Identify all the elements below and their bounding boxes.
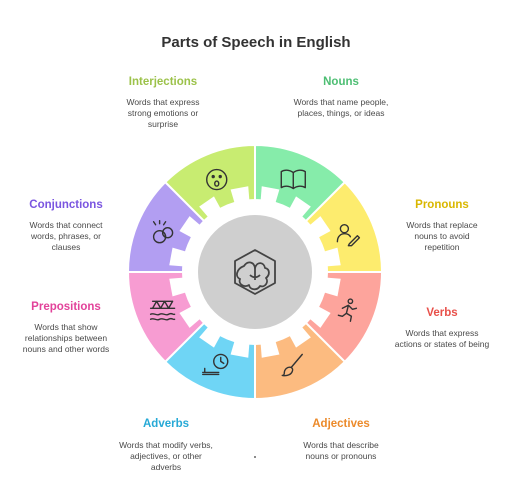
- running-person-icon: [337, 298, 358, 322]
- description-line: relationships between: [24, 333, 108, 343]
- description-line: repetition: [424, 242, 460, 252]
- hub-notch: [281, 314, 311, 348]
- stray-dot: [254, 456, 256, 458]
- hub-notch: [259, 186, 280, 219]
- description-line: Words that connect: [29, 220, 103, 230]
- hub-notch: [199, 196, 229, 230]
- hub-notch: [199, 314, 229, 348]
- label-conjunctions: Conjunctions: [29, 199, 103, 211]
- page-title: Parts of Speech in English: [161, 34, 351, 51]
- description-line: places, things, or ideas: [297, 108, 385, 118]
- label-adverbs: Adverbs: [142, 418, 190, 430]
- hub-notch: [179, 216, 213, 246]
- brain-logo-icon: [234, 249, 276, 295]
- description-line: nouns and other words: [22, 344, 110, 354]
- label-pronouns: Pronouns: [415, 199, 469, 211]
- description-line: words, phrases, or: [31, 231, 101, 241]
- hub-notch: [230, 325, 251, 358]
- label-verbs: Verbs: [426, 307, 458, 319]
- description-line: Words that replace: [406, 220, 478, 230]
- description-line: Words that show: [34, 322, 98, 332]
- hub-notch: [179, 298, 213, 328]
- hub-notch: [169, 276, 202, 297]
- description-line: Words that name people,: [293, 97, 389, 107]
- description-line: Words that express: [405, 328, 479, 338]
- label-interjections: Interjections: [128, 76, 198, 88]
- description-line: actions or states of being: [394, 339, 490, 349]
- hub-notch: [308, 247, 341, 268]
- description-line: nouns or pronouns: [305, 451, 377, 461]
- label-adjectives: Adjectives: [312, 418, 370, 430]
- linked-rings-icon: [152, 220, 174, 244]
- label-prepositions: Prepositions: [31, 301, 101, 313]
- description-line: Words that express: [126, 97, 200, 107]
- paintbrush-icon: [281, 353, 303, 377]
- hub-notch: [259, 325, 280, 358]
- description-nouns: Words that name people,places, things, o…: [271, 97, 411, 119]
- description-line: clauses: [51, 242, 81, 252]
- surprised-face-icon: [206, 168, 228, 191]
- description-line: Words that describe: [303, 440, 379, 450]
- hub-notch: [297, 216, 331, 246]
- bridge-icon: [149, 300, 176, 321]
- hub-notch: [169, 247, 202, 268]
- description-line: adverbs: [150, 462, 182, 472]
- description-line: Words that modify verbs,: [119, 440, 213, 450]
- clock-icon: [202, 353, 229, 376]
- hub-notch: [281, 196, 311, 230]
- person-edit-icon: [336, 224, 361, 247]
- description-line: surprise: [147, 119, 179, 129]
- description-line: nouns to avoid: [414, 231, 470, 241]
- description-line: strong emotions or: [127, 108, 199, 118]
- description-adverbs: Words that modify verbs,adjectives, or o…: [96, 440, 236, 473]
- description-line: adjectives, or other: [130, 451, 202, 461]
- open-book-icon: [280, 169, 306, 190]
- hub-notch: [230, 186, 251, 219]
- hub-notch: [308, 276, 341, 297]
- label-nouns: Nouns: [323, 76, 359, 88]
- hub-notch: [297, 298, 331, 328]
